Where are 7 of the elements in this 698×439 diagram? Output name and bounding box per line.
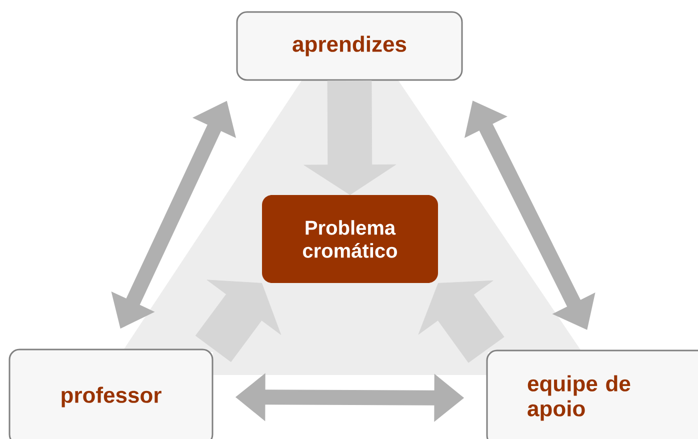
- arrow: [304, 80, 396, 195]
- arrow: [418, 280, 504, 363]
- problem-box: Problema cromático: [262, 195, 438, 283]
- arrow: [195, 280, 282, 362]
- role-box: professor: [8, 348, 214, 439]
- role-box: equipe de apoio: [486, 350, 698, 439]
- role-box: aprendizes: [236, 11, 463, 81]
